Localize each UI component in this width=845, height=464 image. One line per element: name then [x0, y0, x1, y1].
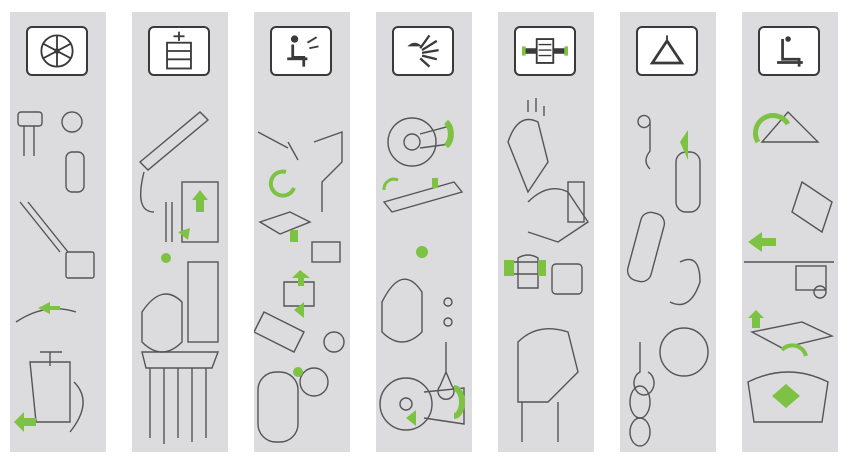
seated-person-icon — [270, 26, 332, 76]
column-7 — [742, 12, 838, 452]
sketch-column-6 — [620, 82, 716, 452]
column-1 — [10, 12, 106, 452]
sketch-column-4 — [376, 82, 472, 452]
column-3 — [253, 12, 350, 452]
sketch-column-5 — [498, 82, 594, 452]
shower-icon — [392, 26, 454, 76]
sketch-column-1 — [10, 82, 106, 452]
column-5 — [498, 12, 594, 452]
wheel-icon — [26, 26, 88, 76]
hanger-triangle-icon — [636, 26, 698, 76]
sketch-column-2 — [132, 82, 228, 452]
sketch-column-3 — [253, 82, 350, 452]
sketch-column-7 — [742, 82, 838, 452]
grip-icon — [514, 26, 576, 76]
column-4 — [376, 12, 472, 452]
column-6 — [620, 12, 716, 452]
seat-icon — [758, 26, 820, 76]
column-2 — [132, 12, 228, 452]
cabinet-icon — [148, 26, 210, 76]
